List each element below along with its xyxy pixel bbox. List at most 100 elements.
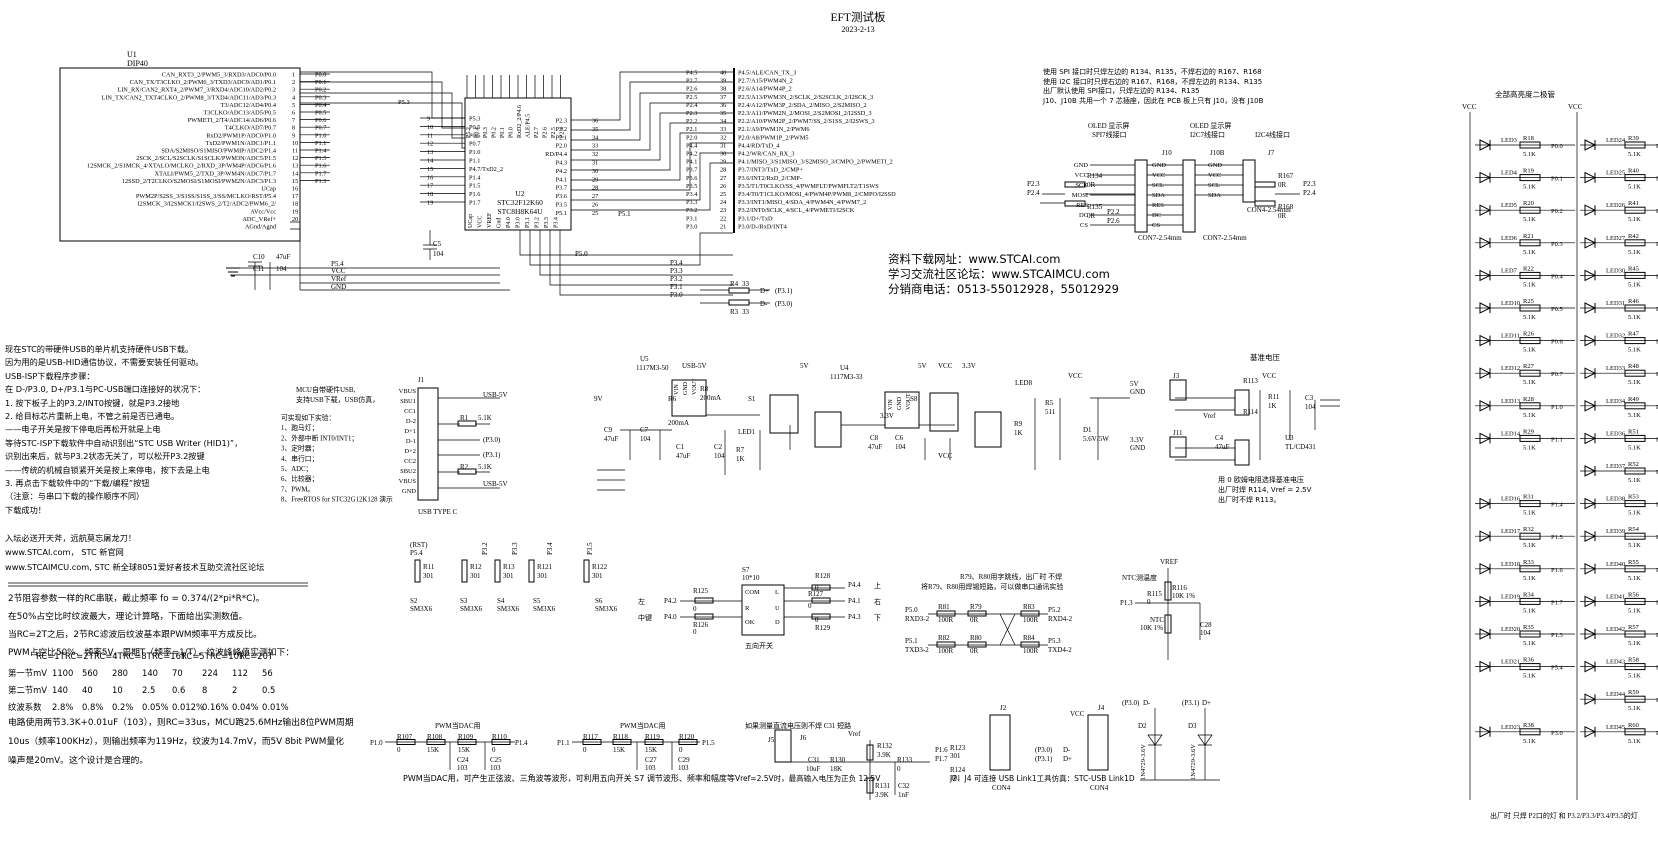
- led-ref: LED13: [1501, 398, 1520, 405]
- s7-pin: D: [775, 619, 780, 626]
- oled-note-2: 使用 I2C 接口时只焊右边的 R167、R168，不焊左边的 R134、R13…: [1043, 77, 1263, 86]
- r110-val: 0: [492, 746, 496, 754]
- r130-ref: R130: [830, 756, 846, 764]
- usb-download-text: 现在STC的带硬件USB的单片机支持硬件USB下载。因为用的是USB-HID通信…: [5, 343, 264, 574]
- header-net-label: P2.0: [686, 134, 697, 141]
- nav-res: [811, 613, 831, 620]
- r123-ref: R123: [950, 744, 966, 752]
- usb-text-line: 1. 按下板子上的P3.2/INT0按键，就是P3.2接地: [5, 397, 180, 408]
- led-net: P3.0: [1551, 730, 1563, 737]
- c24-val: 103: [457, 764, 468, 772]
- u2-right-pin: P2.3: [556, 118, 567, 125]
- led-ref: LED43: [1606, 659, 1625, 666]
- header-pin-number: 21: [720, 223, 726, 230]
- usb-text-line: 2. 给目标芯片重新上电，不管之前是否已通电。: [5, 411, 180, 422]
- led-ref: LED18: [1501, 561, 1520, 568]
- led-diode-icon: [1584, 171, 1597, 184]
- c2-ref: C2: [714, 443, 723, 451]
- usb-note-list: 可实现如下实验：1、跑马灯；2、外部中断 INT0/INT1；3、定时器；4、串…: [281, 413, 393, 504]
- r109-ref: R109: [458, 733, 474, 741]
- website-download: 资料下载网址：www.STCAI.com: [888, 252, 1061, 266]
- usb-note-item: 1、跑马灯；: [281, 423, 318, 432]
- led-net: P3.7: [1656, 339, 1658, 346]
- j5-ref: J5: [768, 736, 775, 744]
- u1-net-label: P1.1: [315, 140, 326, 147]
- led-res-ref: R31: [1523, 494, 1534, 501]
- c28-ref: C28: [1200, 621, 1212, 629]
- led-ref: LED36: [1606, 430, 1626, 437]
- c2-val: 104: [714, 452, 725, 460]
- led-diode-icon: [1479, 367, 1492, 380]
- r84-ref: R84: [1023, 634, 1035, 642]
- usb-text-line: ——传统的机械自锁紧开关是按上来停电，按下去是上电: [5, 464, 210, 475]
- led-res-val: 5.1K: [1628, 607, 1641, 614]
- usb-text-line: （注意：与串口下载的操作顺序不同）: [5, 491, 145, 502]
- u2-left-pin: P0.6: [469, 132, 480, 139]
- led-res-ref: R25: [1523, 298, 1534, 305]
- filter-l3: PWM占空比50%、频率5V、周期T（频率=1/T），纹波峰峰值实测如下：: [8, 648, 295, 658]
- u2-top-pin: RxD2_2/P4.6: [517, 105, 523, 138]
- p31-tag: (P3.1): [775, 287, 793, 295]
- led-resistor: [1519, 239, 1541, 247]
- led-res-val: 5.1K: [1523, 184, 1536, 191]
- led-res-ref: R36: [1523, 657, 1535, 664]
- led-res-val: 5.1K: [1523, 673, 1536, 680]
- led-diode-icon: [1479, 139, 1492, 151]
- u3-ref: U3: [1285, 434, 1294, 442]
- filter-cell: 0.16%: [202, 702, 229, 712]
- dir-mid: 中键: [638, 613, 652, 622]
- header-pin-label: P2.7/A15/PWM4N_2: [738, 78, 793, 85]
- r132-ref: R132: [877, 742, 893, 750]
- s7-pin: U: [775, 605, 780, 612]
- r9-val: 1K: [1014, 429, 1023, 437]
- led-res-val: 5.1K: [1523, 640, 1536, 647]
- vref-note: 用 0 欧姆电阻选择基准电压 出厂时焊 R114, Vref = 2.5V 出厂…: [1218, 475, 1311, 505]
- oled-note-4: J10、J10B 共用一个 7 芯插座，因此在 PCB 板上只有 J10，没有 …: [1043, 96, 1264, 105]
- led-net: P1.5: [1551, 534, 1563, 541]
- led-res-ref: R18: [1523, 135, 1534, 142]
- usb-note-item: 7、PWM。: [281, 486, 314, 493]
- u1-pin-label: PWM2P/S2SS_3/S1SS/S1SS_3/SS/MCLKO/RST/P5…: [136, 193, 277, 200]
- j11-ref: J11: [1173, 429, 1183, 437]
- led-resistor: [1519, 728, 1541, 736]
- p30-tag: (P3.0): [1122, 699, 1140, 707]
- led-res-ref: R35: [1523, 624, 1534, 631]
- u2-right-num: 25: [592, 210, 598, 217]
- header-pin-number: 26: [720, 183, 726, 190]
- title-date: 2023-2-13: [841, 25, 874, 34]
- uart-res: [1020, 610, 1040, 617]
- led-res-ref: R20: [1523, 200, 1534, 207]
- oled-note-1: 使用 SPI 接口时只焊左边的 R134、R135，不焊右边的 R167、R16…: [1043, 68, 1262, 76]
- led-res-val: 5.1K: [1628, 510, 1641, 517]
- led-net: P0.7: [1551, 371, 1563, 378]
- r84-val: 100R: [1023, 647, 1039, 655]
- filter-cell: 0.04%: [232, 702, 259, 712]
- led-res-val: 5.1K: [1523, 738, 1536, 745]
- led-ref: LED24: [1606, 137, 1626, 144]
- u2-left-num: 10: [427, 124, 433, 131]
- j2-ref: J2: [1000, 704, 1007, 712]
- r167-ref: R167: [1278, 172, 1294, 180]
- u1-net-label: P1.6: [315, 163, 326, 170]
- led-res-val: 5.1K: [1523, 607, 1536, 614]
- r119-val: 15K: [645, 746, 657, 754]
- r124-val: 301: [950, 774, 961, 782]
- header-pin-label: P3.5/T1/T0CLKO/SS_4/PWMFLT/PWMFLT2/T1SWS: [738, 183, 879, 190]
- c9-ref: C9: [604, 426, 613, 434]
- r124-ref: R124: [950, 766, 966, 774]
- led-res-ref: R55: [1628, 559, 1639, 566]
- p33-net: P3.3: [511, 542, 519, 555]
- c5-val: 104: [433, 250, 444, 258]
- header-pin-number: 40: [720, 70, 726, 77]
- filter-l6: 噪声是20mV。这个设计是合理的。: [8, 756, 149, 766]
- header-pin-label: P3.6/INT2/RxD_2/CMP-: [738, 175, 802, 182]
- usb-note1: MCU自带硬件USB,: [296, 385, 356, 394]
- usb-text-line: 现在STC的带硬件USB的单片机支持硬件USB下载。: [5, 344, 194, 354]
- vcc-label: VCC: [938, 452, 953, 460]
- key-ref: S5: [533, 597, 541, 605]
- led-net: P2.6: [1656, 665, 1658, 672]
- led-resistor: [1624, 695, 1646, 703]
- led-net: P1.1: [1551, 436, 1563, 443]
- uart-res: [1020, 641, 1040, 648]
